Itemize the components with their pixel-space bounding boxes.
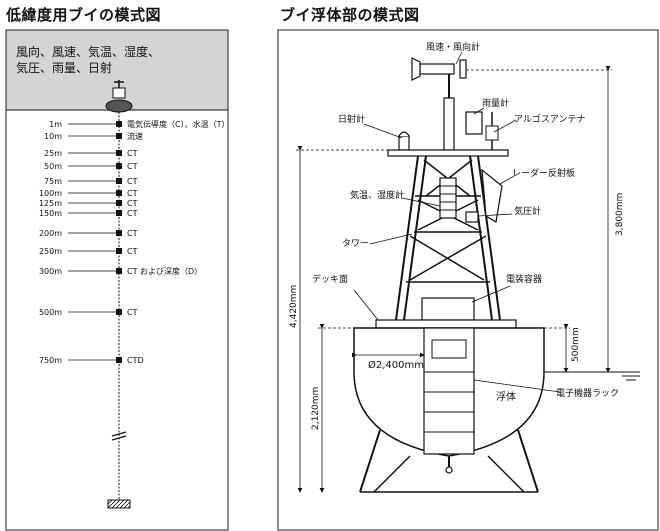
sensor-label: CT および深度（D） [127,266,202,276]
label-tower: タワー [342,238,369,249]
label-float: 浮体 [496,391,516,403]
label-humidity-sensor: 気温、湿度計 [350,189,404,201]
leader-lines [353,51,561,393]
depth-label: 750m [39,356,62,365]
water-surface-icon [622,375,640,381]
right-diagram-title: ブイ浮体部の模式図 [280,6,420,24]
sensor-label: CT [127,247,138,256]
pressure-sensor-icon [465,211,479,223]
anemometer-icon [411,57,467,98]
mooring-ring [445,466,453,474]
label-deck: デッキ面 [312,273,348,285]
sensor-marker [116,133,122,139]
bridle-frame [359,429,539,493]
sensor-label: CT [127,149,138,158]
depth-label: 50m [44,162,62,171]
left-frame [5,29,229,531]
anchor-weight [107,499,131,509]
argos-antenna-icon [485,112,499,150]
depth-label: 10m [44,132,62,141]
sensor-marker [116,150,122,156]
label-battery: 電装容器 [506,273,542,285]
depth-label: 125m [39,199,62,208]
surface-sensors-line2: 気圧、雨量、日射 [16,60,112,75]
humidity-sensor-icon [439,177,457,219]
tower-frame [395,155,501,321]
rain-gauge-icon [465,111,483,135]
sensor-marker [116,121,122,127]
depth-label: 150m [39,209,62,218]
sensor-label: CT [127,177,138,186]
depth-label: 500m [39,308,62,317]
sensor-label: 流速 [127,131,143,141]
solar-sensor-icon [398,131,410,151]
dim-total-height: 4,420mm [289,285,299,328]
left-mooring-diagram: 風向、風速、気温、湿度、 気圧、雨量、日射 1m 電気伝導度（C）、水温（T） 10… [5,29,230,531]
right-buoy-diagram: 4,420mm 3,800mm 2,120mm 500mm Ø2,400mm 風… [277,29,659,531]
sensor-marker [116,309,122,315]
sensor-marker [116,200,122,206]
battery-container [421,297,475,321]
sensor-label: CT [127,229,138,238]
dim-diameter: Ø2,400mm [368,359,424,371]
label-wind-sensor: 風速・風向計 [426,41,480,53]
rack-module [431,339,467,359]
sensor-marker [116,268,122,274]
sensor-marker [116,248,122,254]
sensor-marker [116,357,122,363]
sensor-label: CT [127,199,138,208]
sensor-label: CT [127,162,138,171]
mini-buoy-icon [105,80,133,113]
sensor-marker [116,230,122,236]
left-diagram-title: 低緯度用ブイの模式図 [6,6,162,24]
radar-reflector-icon [481,168,503,223]
depth-label: 250m [39,247,62,256]
depth-label: 25m [44,149,62,158]
label-argos-antenna: アルゴスアンテナ [514,113,586,125]
line-break-mark [111,431,127,441]
sensor-marker [116,178,122,184]
rack-shelves [424,371,474,433]
sensor-label: CT [127,189,138,198]
sensor-label: CT [127,209,138,218]
sensor-marker [116,163,122,169]
sensor-label: 電気伝導度（C）、水温（T） [127,119,229,129]
sensor-label: CTD [127,356,144,365]
depth-label: 100m [39,189,62,198]
sensor-marker [116,190,122,196]
dim-top-height: 3,800mm [615,193,625,236]
label-pressure-sensor: 気圧計 [514,205,541,217]
sensor-marker [116,210,122,216]
mast [443,97,455,151]
depth-label: 200m [39,229,62,238]
label-electronics-rack: 電子機器ラック [556,387,619,399]
dim-draft: 500mm [571,327,581,362]
dim-bottom-height: 2,120mm [311,387,321,430]
deck-plate [375,319,517,329]
right-frame [277,29,659,531]
sensor-label: CT [127,308,138,317]
label-radar-reflector: レーダー反射板 [512,167,575,179]
top-platform [387,149,509,157]
depth-label: 1m [49,120,62,129]
depth-label: 300m [39,267,62,276]
label-solar-sensor: 日射計 [338,113,365,125]
label-rain-gauge: 雨量計 [482,97,509,109]
surface-sensors-line1: 風向、風速、気温、湿度、 [16,44,160,59]
dimension-lines [296,66,612,493]
depth-label: 75m [44,177,62,186]
